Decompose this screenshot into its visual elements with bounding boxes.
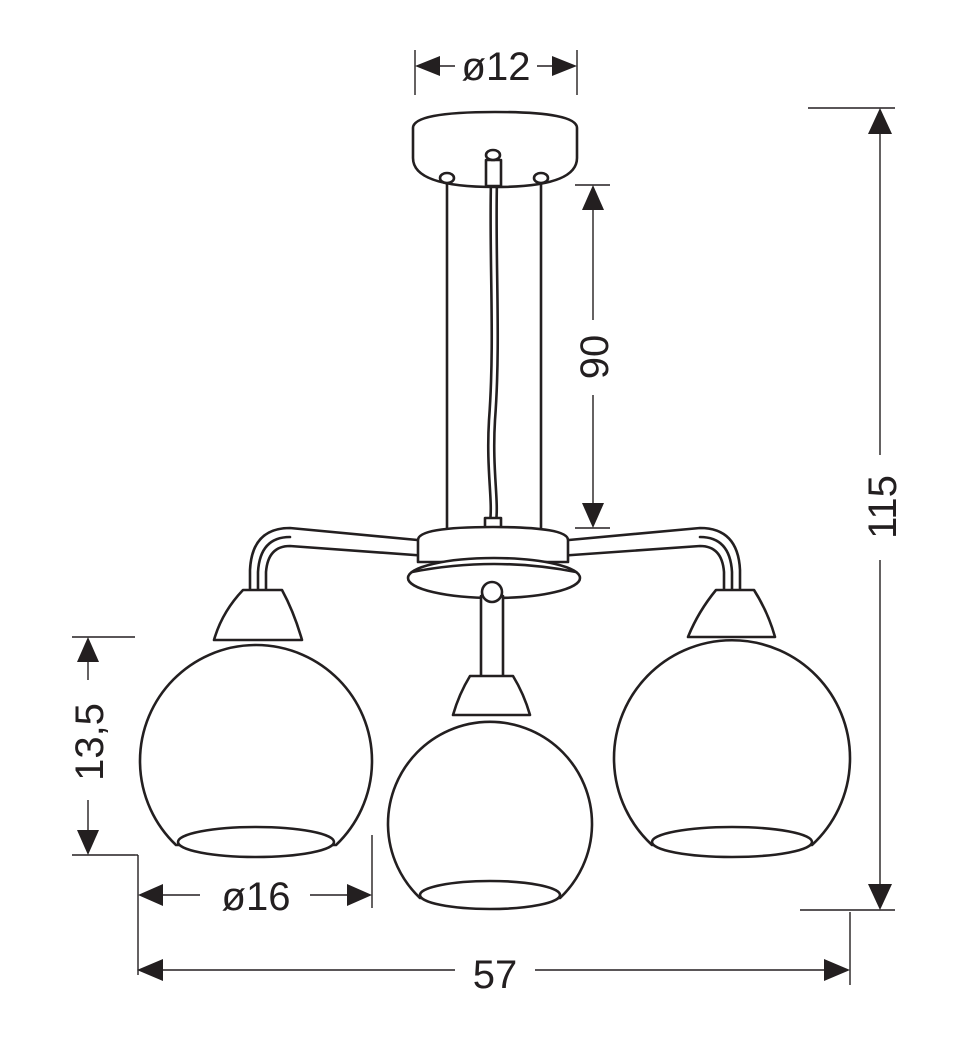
central-hub — [406, 525, 582, 600]
left-globe-shade — [138, 588, 374, 859]
label-canopy-diameter: ø12 — [462, 45, 531, 89]
label-shade-diameter: ø16 — [222, 875, 291, 919]
dimension-rod-length: 90 — [573, 184, 617, 529]
label-rod-length: 90 — [573, 335, 617, 380]
dimension-total-height: 115 — [800, 107, 905, 911]
dimension-total-width: 57 — [137, 912, 851, 997]
ceiling-canopy — [411, 110, 579, 189]
dimension-shade-height: 13,5 — [68, 636, 135, 856]
label-shade-height: 13,5 — [68, 703, 112, 781]
label-total-width: 57 — [473, 953, 518, 997]
dimension-shade-diameter: ø16 — [135, 835, 373, 975]
lamp-arms — [248, 526, 742, 594]
suspension-rods — [445, 176, 543, 532]
right-globe-shade — [612, 588, 852, 859]
label-total-height: 115 — [861, 475, 905, 539]
dimension-canopy-diameter: ø12 — [414, 45, 578, 95]
center-globe-shade — [386, 580, 594, 911]
